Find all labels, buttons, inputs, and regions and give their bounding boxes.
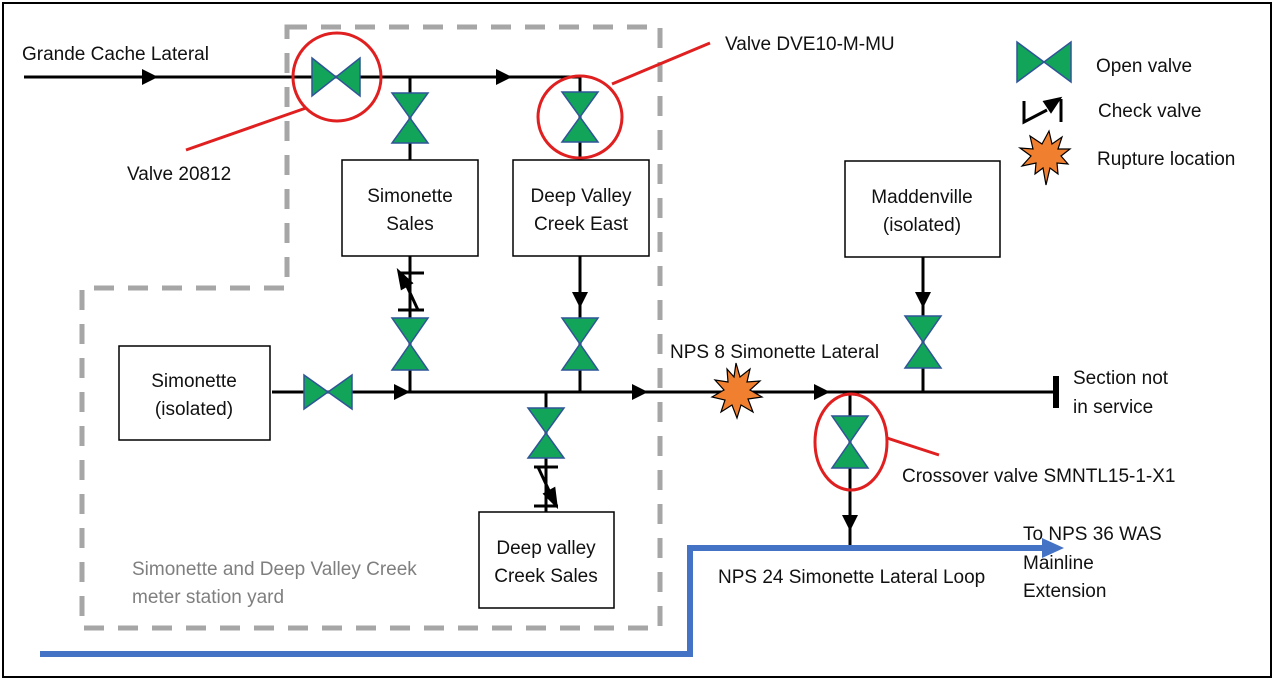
station-label: Deep valley [496, 538, 596, 559]
check-valve-icon [1022, 96, 1063, 125]
station-label: Maddenville [871, 187, 972, 208]
to-nps36-label: Extension [1023, 581, 1106, 602]
maddenville-valve-icon[interactable] [903, 315, 943, 369]
valve-20812-label: Valve 20812 [127, 164, 231, 185]
station-simonette-sales[interactable]: Simonette Sales [341, 159, 479, 257]
nps8-lateral-label: NPS 8 Simonette Lateral [670, 342, 879, 363]
rupture-location-icon[interactable] [710, 362, 764, 420]
to-nps36-label: Mainline [1023, 553, 1094, 574]
nps24-loop-pipe [40, 538, 1064, 657]
dvc-sales-valve-icon[interactable] [526, 407, 566, 459]
legend-open-valve-label: Open valve [1096, 56, 1192, 77]
nps24-loop-label: NPS 24 Simonette Lateral Loop [718, 567, 985, 588]
to-nps36-label: To NPS 36 WAS [1023, 524, 1162, 545]
dvce-lower-valve-icon[interactable] [560, 317, 600, 371]
legend-check-valve-label: Check valve [1098, 101, 1202, 122]
station-label: (isolated) [883, 215, 961, 236]
dvc-sales-check-valve-icon[interactable] [534, 465, 559, 510]
rupture-icon [1017, 129, 1072, 186]
station-label: Simonette [367, 186, 453, 207]
legend-rupture-label: Rupture location [1097, 149, 1235, 170]
legend: Open valve Check valve Rupture location [1016, 40, 1235, 186]
section-not-in-service-label: Section not [1073, 368, 1169, 389]
simonette-valve-icon[interactable] [303, 373, 353, 411]
simonette-sales-upper-valve-icon[interactable] [390, 92, 430, 144]
open-valve-icon [1016, 40, 1072, 84]
valve-dve10-callout [536, 41, 711, 160]
station-label: Deep Valley [530, 186, 632, 207]
line-end-cap [1053, 376, 1059, 408]
station-maddenville[interactable]: Maddenville (isolated) [844, 160, 1001, 258]
diagram-frame [2, 2, 1272, 678]
yard-label: Simonette and Deep Valley Creek [132, 559, 417, 580]
station-deep-valley-creek-sales[interactable]: Deep valley Creek Sales [478, 511, 615, 609]
valve-dve10-label: Valve DVE10-M-MU [725, 34, 895, 55]
station-label: Creek Sales [494, 566, 598, 587]
valve-20812-callout [185, 31, 383, 152]
station-label: Sales [386, 214, 434, 235]
section-not-in-service-label: in service [1073, 397, 1153, 418]
yard-label: meter station yard [132, 587, 284, 608]
station-deep-valley-creek-east[interactable]: Deep Valley Creek East [512, 159, 650, 257]
simonette-sales-lower-valve-icon[interactable] [390, 317, 430, 371]
station-label: (isolated) [155, 399, 233, 420]
valve-dve10-icon[interactable] [560, 91, 600, 143]
simonette-sales-check-valve-icon[interactable] [396, 267, 424, 312]
nps8-main-pipe [272, 376, 1059, 408]
station-simonette[interactable]: Simonette (isolated) [118, 345, 271, 441]
grande-cache-lateral-label: Grande Cache Lateral [22, 44, 209, 65]
station-label: Creek East [534, 214, 629, 235]
crossover-valve-icon[interactable] [830, 415, 870, 469]
crossover-valve-label: Crossover valve SMNTL15-1-X1 [902, 466, 1175, 487]
crossover-valve-callout [813, 392, 940, 492]
station-label: Simonette [151, 371, 237, 392]
grande-cache-lateral-pipe [24, 69, 582, 160]
valve-20812-icon[interactable] [311, 56, 361, 98]
